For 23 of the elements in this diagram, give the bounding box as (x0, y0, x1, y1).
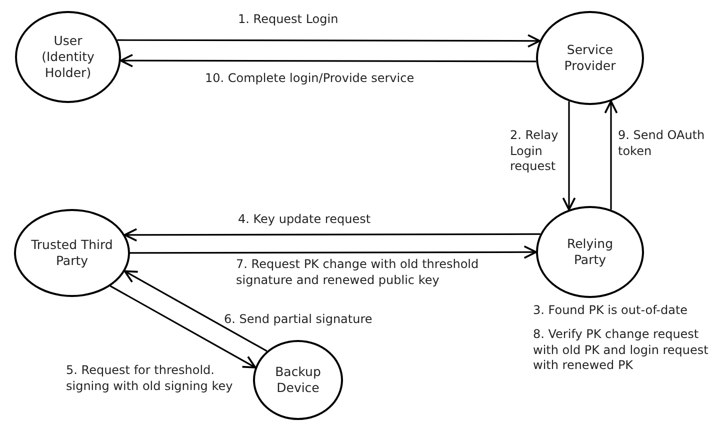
node-label: Relying Party (566, 236, 614, 268)
edge-label: 1. Request Login (238, 12, 340, 28)
arrow (110, 285, 256, 368)
arrow (604, 100, 618, 210)
arrow (120, 54, 536, 68)
arrow (124, 270, 268, 352)
arrow (562, 101, 576, 211)
edge-label: 9. Send OAuth token (618, 128, 706, 160)
edge-label: 2. Relay Login request (510, 128, 560, 175)
node-label: User (Identity Holder) (40, 32, 96, 82)
arrow (117, 34, 541, 48)
arrow (130, 245, 537, 259)
node-label: Trusted Third Party (30, 236, 114, 270)
annotation-text: 8. Verify PK change request with old PK and login request with renewed PK (533, 327, 710, 374)
node-label: Backup Device (274, 364, 322, 396)
edge-label: 6. Send partial signature (224, 312, 374, 328)
annotation-text: 3. Found PK is out-of-date (533, 303, 689, 319)
arrow (124, 228, 540, 242)
edge-label: 10. Complete login/Provide service (205, 71, 416, 87)
edge-label: 5. Request for threshold. signing with old signing key (66, 363, 234, 394)
edge-label: 4. Key update request (238, 212, 372, 228)
node-label: Service Provider (563, 42, 617, 74)
edge-label: 7. Request PK change with old threshold signature and renewed public key (236, 257, 480, 288)
